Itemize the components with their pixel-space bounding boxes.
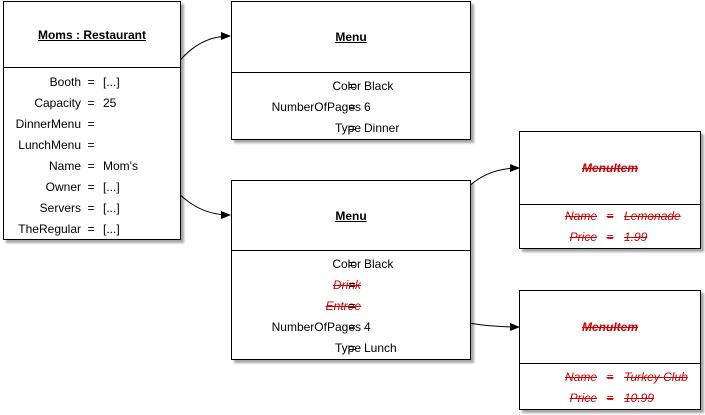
- equals: =: [348, 320, 356, 334]
- equals: =: [348, 121, 356, 135]
- field-name: Entree: [325, 299, 361, 313]
- menu-item-drink-object: MenuItem Name = Lemonade Price = 1.99: [519, 131, 701, 249]
- field-value: [...]: [103, 180, 120, 194]
- field-value: [...]: [103, 201, 120, 215]
- field-name: Color: [332, 79, 361, 93]
- equals: =: [348, 79, 356, 93]
- field-name: DinnerMenu: [15, 117, 81, 131]
- equals: =: [348, 257, 356, 271]
- field-type: Type = Dinner: [232, 118, 470, 139]
- equals: =: [87, 159, 95, 173]
- menu-item-title: MenuItem: [520, 291, 700, 364]
- field-value: Turkey Club: [624, 370, 688, 384]
- field-value: 1.99: [624, 230, 648, 244]
- restaurant-object: Moms : Restaurant Booth = [...] Capacity…: [3, 1, 181, 240]
- field-name-row: Name = Turkey Club: [520, 367, 700, 388]
- field-value: Mom's: [103, 159, 138, 173]
- equals: =: [87, 180, 95, 194]
- dinner-menu-object: Menu Color = Black NumberOfPages = 6 Typ…: [231, 1, 471, 140]
- field-name-row: Name = Lemonade: [520, 206, 700, 227]
- dinner-menu-title: Menu: [232, 2, 470, 73]
- field-name: Color: [332, 257, 361, 271]
- field-color: Color = Black: [232, 76, 470, 97]
- field-name: Owner: [45, 180, 81, 194]
- field-value: Black: [364, 79, 394, 93]
- field-dinnermenu: DinnerMenu =: [4, 114, 180, 135]
- field-name: Name: [564, 209, 597, 223]
- equals: =: [606, 230, 614, 244]
- equals: =: [606, 370, 614, 384]
- field-entree: Entree =: [232, 296, 470, 317]
- field-numberofpages: NumberOfPages = 6: [232, 97, 470, 118]
- equals: =: [87, 201, 95, 215]
- field-booth: Booth = [...]: [4, 72, 180, 93]
- equals: =: [606, 209, 614, 223]
- menu-item-title: MenuItem: [520, 132, 700, 205]
- field-value: 10.99: [624, 391, 655, 405]
- field-price: Price = 1.99: [520, 227, 700, 248]
- equals: =: [348, 278, 356, 292]
- field-name: Type: [334, 121, 361, 135]
- equals: =: [606, 391, 614, 405]
- equals: =: [87, 222, 95, 236]
- restaurant-title: Moms : Restaurant: [4, 2, 180, 68]
- field-name: Capacity: [34, 96, 81, 110]
- field-name: Price: [569, 230, 597, 244]
- field-name: Price: [569, 391, 597, 405]
- equals: =: [87, 138, 95, 152]
- field-name: LunchMenu: [18, 138, 81, 152]
- field-name: NumberOfPages: [271, 100, 361, 114]
- field-color: Color = Black: [232, 254, 470, 275]
- field-price: Price = 10.99: [520, 388, 700, 409]
- field-theregular: TheRegular = [...]: [4, 219, 180, 240]
- equals: =: [87, 75, 95, 89]
- field-name: Servers: [39, 201, 81, 215]
- field-name: Type: [334, 341, 361, 355]
- field-name: Booth: [49, 75, 81, 89]
- field-value: 25: [103, 96, 117, 110]
- field-name: TheRegular: [18, 222, 81, 236]
- field-owner: Owner = [...]: [4, 177, 180, 198]
- field-name-row: Name = Mom's: [4, 156, 180, 177]
- field-value: 4: [364, 320, 371, 334]
- field-value: Black: [364, 257, 394, 271]
- field-value: [...]: [103, 222, 120, 236]
- field-value: Dinner: [364, 121, 400, 135]
- lunch-menu-title: Menu: [232, 181, 470, 251]
- field-lunchmenu: LunchMenu =: [4, 135, 180, 156]
- menu-item-entree-object: MenuItem Name = Turkey Club Price = 10.9…: [519, 290, 701, 410]
- field-type: Type = Lunch: [232, 338, 470, 359]
- field-numberofpages: NumberOfPages = 4: [232, 317, 470, 338]
- equals: =: [348, 100, 356, 114]
- field-capacity: Capacity = 25: [4, 93, 180, 114]
- equals: =: [87, 96, 95, 110]
- field-value: [...]: [103, 75, 120, 89]
- field-name: Drink: [332, 278, 361, 292]
- lunch-menu-object: Menu Color = Black Drink = Entree = Numb…: [231, 180, 471, 360]
- field-name: Name: [564, 370, 597, 384]
- equals: =: [348, 299, 356, 313]
- field-value: 6: [364, 100, 371, 114]
- equals: =: [87, 117, 95, 131]
- equals: =: [348, 341, 356, 355]
- field-drink: Drink =: [232, 275, 470, 296]
- field-servers: Servers = [...]: [4, 198, 180, 219]
- field-name: Name: [48, 159, 81, 173]
- field-value: Lemonade: [624, 209, 681, 223]
- field-value: Lunch: [364, 341, 397, 355]
- field-name: NumberOfPages: [271, 320, 361, 334]
